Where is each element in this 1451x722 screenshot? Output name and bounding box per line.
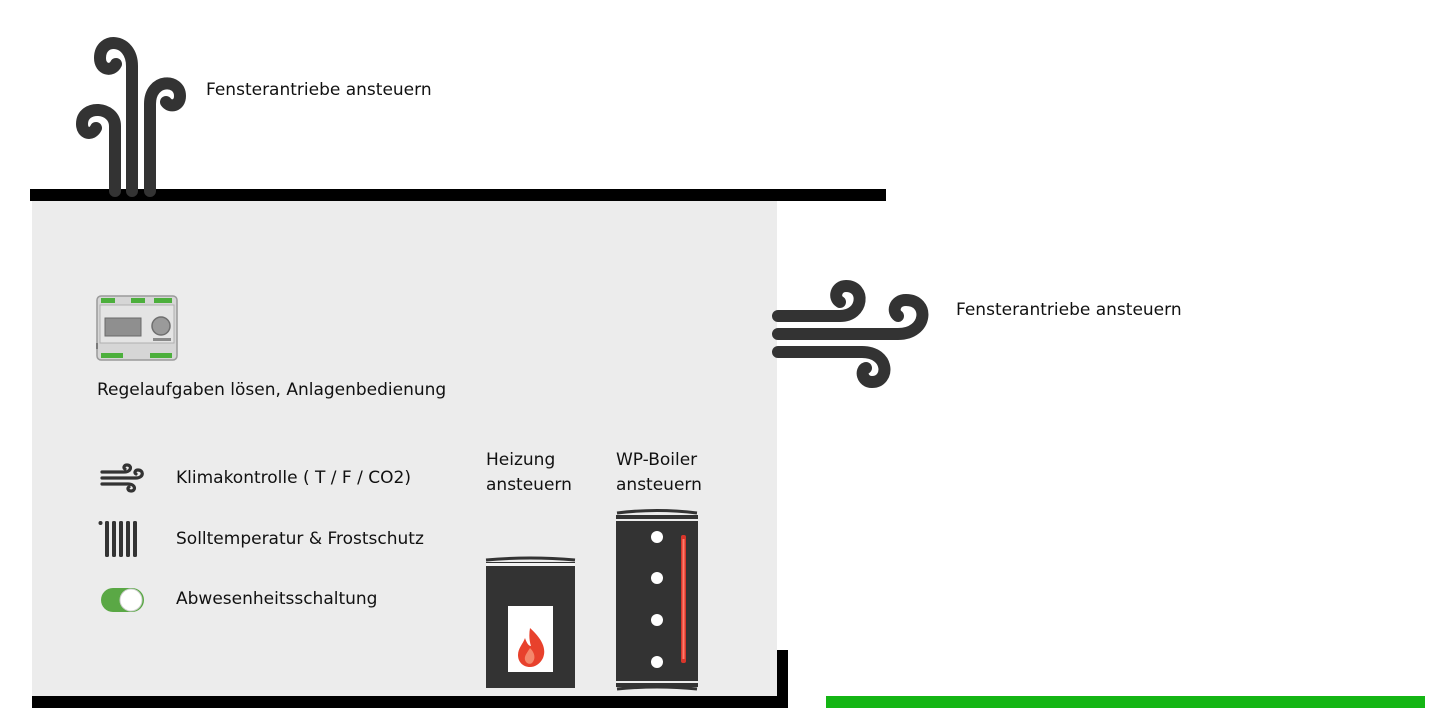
roof-window-label: Fensterantriebe ansteuern	[206, 80, 432, 100]
heating-label: Heizung ansteuern	[486, 450, 572, 495]
ground-line	[826, 696, 1425, 708]
wall-window-label: Fensterantriebe ansteuern	[956, 300, 1182, 320]
feature-setpoint-label: Solltemperatur & Frostschutz	[176, 529, 424, 549]
right-wall	[777, 650, 788, 708]
stove-icon[interactable]	[485, 556, 577, 690]
boiler-icon[interactable]	[615, 509, 699, 691]
feature-climate-label: Klimakontrolle ( T / F / CO2)	[176, 468, 411, 488]
controller-device-icon[interactable]	[96, 295, 180, 363]
roof-airflow-icon	[70, 26, 190, 197]
wall-airflow-icon	[772, 278, 943, 390]
toggle-icon[interactable]	[101, 587, 145, 613]
floor-wall	[32, 696, 788, 708]
boiler-label: WP-Boiler ansteuern	[616, 450, 702, 495]
controller-label: Regelaufgaben lösen, Anlagenbedienung	[97, 380, 447, 400]
feature-absence-label: Abwesenheitsschaltung	[176, 589, 378, 609]
wind-icon	[100, 463, 146, 493]
radiator-icon	[98, 520, 144, 558]
roof-wall	[30, 189, 886, 201]
